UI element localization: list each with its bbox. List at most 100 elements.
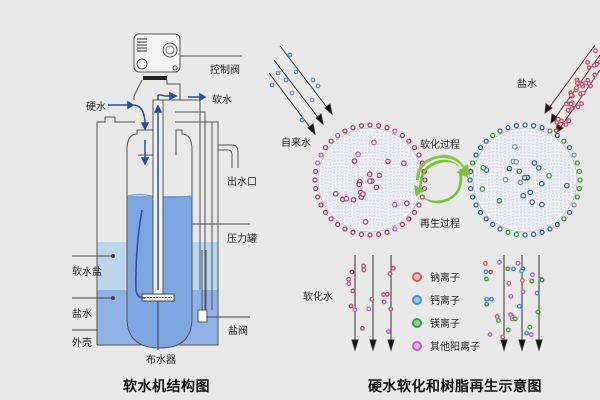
ion-mark	[538, 180, 545, 187]
sodium-ion-icon	[412, 271, 422, 282]
ion-mark	[328, 216, 334, 222]
ion-mark	[342, 128, 348, 134]
ion-mark	[483, 138, 489, 144]
ion-mark	[522, 232, 528, 238]
control-valve	[133, 33, 242, 100]
ion-mark	[322, 145, 329, 151]
ion-mark	[574, 160, 580, 166]
ion-mark	[579, 101, 584, 107]
ion-mark	[358, 123, 365, 129]
ion-mark	[516, 168, 523, 175]
ion-mark	[513, 123, 520, 129]
ion-mark	[488, 269, 494, 275]
ion-mark	[381, 292, 386, 297]
ion-mark	[566, 145, 573, 151]
ion-mark	[352, 307, 358, 313]
ion-mark	[575, 104, 581, 110]
ion-mark	[350, 288, 356, 294]
ion-mark	[375, 123, 382, 129]
ion-mark	[520, 289, 526, 295]
ion-mark	[584, 59, 590, 65]
ion-mark	[401, 160, 407, 167]
ion-mark	[500, 334, 506, 340]
softened-water-ions	[346, 263, 396, 335]
label-softening-process: 软化过程	[420, 140, 460, 151]
magnesium-ion-icon	[412, 317, 422, 328]
ion-mark	[384, 291, 390, 297]
ion-mark	[484, 296, 490, 302]
ion-mark	[530, 231, 537, 237]
ion-mark	[547, 128, 553, 134]
ion-mark	[574, 80, 580, 86]
ion-mark	[315, 160, 321, 166]
ion-mark	[369, 296, 375, 302]
ion-mark	[520, 192, 527, 199]
ion-mark	[510, 266, 516, 272]
ion-mark	[376, 172, 383, 179]
ion-mark	[411, 145, 418, 151]
ion-mark	[568, 101, 574, 107]
ion-mark	[568, 92, 574, 98]
ion-mark	[580, 90, 586, 96]
ion-mark	[392, 226, 398, 232]
ion-mark	[577, 177, 583, 183]
tap-water-arrows	[268, 45, 333, 136]
ion-mark	[494, 314, 500, 320]
ion-mark	[579, 81, 585, 87]
ion-mark	[528, 332, 534, 338]
cycle-arrows	[414, 154, 470, 204]
ion-mark	[483, 260, 488, 266]
ion-mark	[529, 199, 536, 205]
ion-mark	[350, 197, 357, 203]
ion-mark	[483, 276, 489, 282]
ion-mark	[496, 318, 501, 323]
ion-mark	[547, 226, 553, 232]
label-hard-water: 硬水	[86, 102, 106, 113]
ion-mark	[392, 128, 398, 134]
ion-mark	[576, 168, 582, 175]
ion-mark	[515, 260, 521, 266]
regen-outflow-ions	[483, 259, 545, 340]
ion-mark	[571, 152, 577, 158]
ion-mark	[388, 306, 394, 312]
resin-bead-regeneration	[467, 122, 583, 238]
ion-mark	[480, 164, 487, 171]
ion-mark	[535, 309, 541, 315]
ion-mark	[554, 132, 560, 139]
ion-mark	[411, 209, 418, 215]
resin-bead-softening	[312, 122, 428, 238]
ion-mark	[483, 216, 489, 222]
label-softened-water: 软化水	[303, 292, 333, 303]
ion-mark	[384, 125, 390, 131]
ion-mark	[512, 144, 518, 150]
ion-mark	[313, 185, 319, 192]
ion-mark	[479, 186, 486, 192]
ion-mark	[483, 269, 489, 275]
ion-mark	[497, 128, 503, 134]
ion-mark	[524, 330, 530, 336]
ion-mark	[390, 265, 396, 271]
ion-mark	[367, 122, 373, 128]
ion-mark	[406, 216, 412, 222]
ion-mark	[361, 263, 367, 269]
ion-mark	[512, 316, 518, 322]
ion-mark	[335, 221, 341, 228]
ion-mark	[513, 231, 520, 237]
label-soft-water: 软水	[212, 95, 232, 106]
ion-mark	[534, 290, 540, 296]
ion-mark	[513, 159, 520, 165]
ion-mark	[530, 123, 537, 129]
legend-label: 钠离子	[430, 273, 460, 284]
softened-water-arrows	[351, 255, 395, 352]
label-brine-valve: 盐阀	[228, 326, 248, 337]
ion-mark	[406, 138, 412, 144]
ion-mark	[519, 268, 525, 274]
ion-mark	[505, 266, 511, 272]
ion-mark	[497, 226, 503, 232]
ion-mark	[470, 160, 476, 166]
ion-mark	[312, 177, 318, 183]
ion-mark	[348, 303, 354, 309]
ion-mark	[521, 174, 528, 181]
ion-mark	[346, 281, 352, 287]
ion-mark	[554, 221, 560, 228]
